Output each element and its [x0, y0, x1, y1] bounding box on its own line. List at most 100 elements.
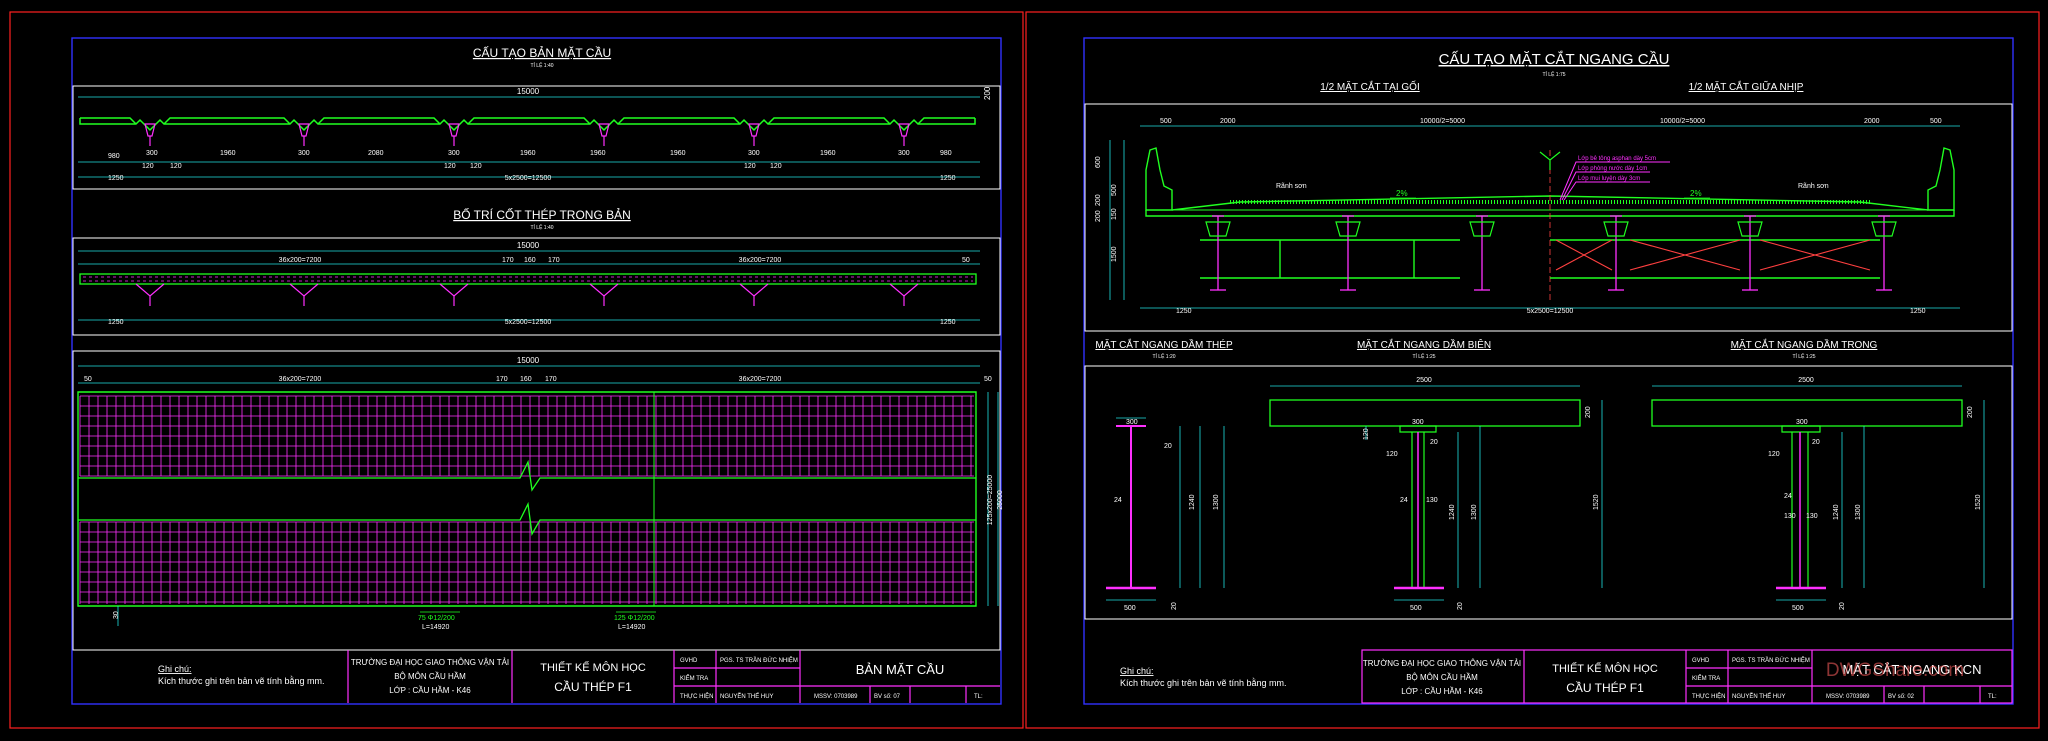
plan-bar-label-1b: L=14920 — [422, 624, 450, 631]
left-project-1: CẦU THÉP F1 — [554, 679, 632, 694]
sec-edge-scale: TỈ LỆ 1:25 — [1412, 352, 1435, 360]
deck-panel — [72, 85, 1001, 190]
deck-seg-11: 1960 — [670, 150, 686, 157]
cs-side-5: 1500 — [1111, 246, 1118, 262]
steel-d2: 24 — [1114, 497, 1122, 504]
rebar-left: 36x200=7200 — [279, 257, 322, 264]
left-school-1: BỘ MÔN CẦU HẦM — [394, 671, 466, 681]
deck-bottom-mid: 5x2500=12500 — [505, 175, 552, 182]
deck-section: 15000 200 980 300 120 120 1960 300 2080 … — [78, 86, 992, 182]
deck-seg-4: 1960 — [220, 150, 236, 157]
edge-d2: 120 — [1363, 428, 1370, 440]
plan-mid2: 160 — [520, 376, 532, 383]
deck-seg-15: 120 — [770, 163, 782, 170]
deck-bottom-left: 1250 — [108, 175, 124, 182]
edge-d8: 1240 — [1449, 504, 1456, 520]
half-left-label: 1/2 MẶT CẮT TẠI GỐI — [1320, 79, 1419, 93]
right-school-1: BỘ MÔN CẦU HẦM — [1406, 672, 1478, 682]
sec-mid-scale: TỈ LỆ 1:25 — [1792, 352, 1815, 360]
mid-d6: 130 — [1784, 513, 1796, 520]
plan-mid3: 170 — [545, 376, 557, 383]
cross-section-title: CẤU TẠO MẶT CẮT NGANG CẦU — [1439, 50, 1670, 68]
plan-bar-label-2: 125 Φ12/200 — [614, 615, 655, 622]
edge-d6: 24 — [1400, 497, 1408, 504]
deck-seg-0: 980 — [108, 153, 120, 160]
cs-top-5: 500 — [1930, 118, 1942, 125]
deck-title: CẤU TẠO BẢN MẶT CẦU — [473, 45, 611, 60]
cs-side-0: 600 — [1095, 156, 1102, 168]
edge-d12: 20 — [1457, 602, 1464, 610]
sec-edge-title: MẶT CẮT NGANG DẦM BIÊN — [1357, 338, 1491, 351]
left-sheet-no: BV số: 07 — [874, 694, 901, 700]
plan-end-right: 50 — [984, 376, 992, 383]
deck-total-dim: 15000 — [517, 87, 540, 96]
plan-mid1: 170 — [496, 376, 508, 383]
watermark: DWGShare.com — [1826, 660, 1964, 681]
right-sheet-frame — [1025, 11, 2040, 729]
rebar-panel — [72, 237, 1001, 336]
right-project-1: CẦU THÉP F1 — [1566, 680, 1644, 695]
plan-total: 15000 — [517, 356, 540, 365]
cs-top-4: 2000 — [1864, 118, 1880, 125]
half-right-label: 1/2 MẶT CẮT GIỮA NHỊP — [1689, 80, 1804, 93]
right-tl: TL: — [1988, 694, 1997, 700]
cross-section-drawing: 500 2000 10000/2=5000 10000/2=5000 2000 … — [1095, 118, 1960, 315]
left-title-block: Ghi chú: Kích thước ghi trên bản vẽ tính… — [73, 649, 1000, 703]
sec-steel-scale: TỈ LỆ 1:20 — [1152, 352, 1175, 360]
cs-top-1: 2000 — [1220, 118, 1236, 125]
slope-right: 2% — [1690, 189, 1702, 198]
left-sheet-border — [71, 37, 1002, 705]
steel-d4: 1300 — [1213, 494, 1220, 510]
plan-bar-label-1: 75 Φ12/200 — [418, 615, 455, 622]
right-role-0: GVHD — [1692, 658, 1710, 664]
rebar-end: 50 — [962, 257, 970, 264]
mid-d11: 500 — [1792, 605, 1804, 612]
rebar-bottom-left: 1250 — [108, 319, 124, 326]
cs-top-0: 500 — [1160, 118, 1172, 125]
cs-bottom-mid: 5x2500=12500 — [1527, 308, 1574, 315]
deck-seg-6: 2080 — [368, 150, 384, 157]
cs-top-3: 10000/2=5000 — [1660, 118, 1705, 125]
edge-d5: 120 — [1386, 451, 1398, 458]
mid-d7: 130 — [1806, 513, 1818, 520]
deck-seg-12: 300 — [748, 150, 760, 157]
left-school-2: LỚP : CẦU HẦM - K46 — [389, 685, 471, 695]
left-mssv: MSSV: 0703989 — [814, 694, 858, 700]
cross-section-panel — [1084, 103, 2013, 332]
mid-d5: 24 — [1784, 493, 1792, 500]
layer-1: Lớp phòng nước dày 1cm — [1578, 166, 1647, 172]
deck-seg-2: 120 — [142, 163, 154, 170]
rebar-mid3: 170 — [548, 257, 560, 264]
right-name-0: PGS. TS TRẦN ĐỨC NHIỆM — [1732, 656, 1810, 664]
steel-girder-section: 300 20 24 1240 1300 20 500 — [1106, 417, 1225, 612]
rebar-scale: TỈ LỆ 1:40 — [530, 223, 553, 231]
girder-sections-panel — [1084, 365, 2013, 620]
left-notes-title: Ghi chú: — [158, 664, 192, 674]
right-notes-text: Kích thước ghi trên bản vẽ tính bằng mm. — [1120, 678, 1287, 688]
edge-d9: 1300 — [1471, 504, 1478, 520]
deck-seg-14: 120 — [744, 163, 756, 170]
cross-section-scale: TỈ LỆ 1:75 — [1542, 70, 1565, 78]
steel-d5: 20 — [1171, 602, 1178, 610]
rebar-mid1: 170 — [502, 257, 514, 264]
right-title-block: Ghi chú: Kích thước ghi trên bản vẽ tính… — [1120, 649, 2013, 704]
left-notes-text: Kích thước ghi trên bản vẽ tính bằng mm. — [158, 676, 325, 686]
rebar-title: BỐ TRÍ CỐT THÉP TRONG BẢN — [453, 207, 631, 222]
right-role-2: THỰC HIỆN — [1692, 692, 1725, 700]
deck-bottom-right: 1250 — [940, 175, 956, 182]
edge-girder-section: 2500 200 120 300 20 120 24 130 1240 1300… — [1269, 377, 1603, 612]
deck-seg-5: 300 — [298, 150, 310, 157]
mid-d12: 20 — [1839, 602, 1846, 610]
cs-side-1: 200 — [1095, 194, 1102, 206]
edge-d0: 2500 — [1416, 377, 1432, 384]
sec-steel-title: MẶT CẮT NGANG DẦM THÉP — [1095, 338, 1233, 351]
plan-side-1: 125x200=25000 — [987, 475, 994, 526]
steel-d3: 1240 — [1189, 494, 1196, 510]
plan-bar-label-2b: L=14920 — [618, 624, 646, 631]
right-notes-title: Ghi chú: — [1120, 666, 1154, 676]
right-role-1: KIỂM TRA — [1692, 675, 1720, 682]
mid-d3: 300 — [1796, 419, 1808, 426]
left-school-0: TRƯỜNG ĐẠI HỌC GIAO THÔNG VẬN TẢI — [351, 658, 509, 667]
cs-bottom-right: 1250 — [1910, 308, 1926, 315]
